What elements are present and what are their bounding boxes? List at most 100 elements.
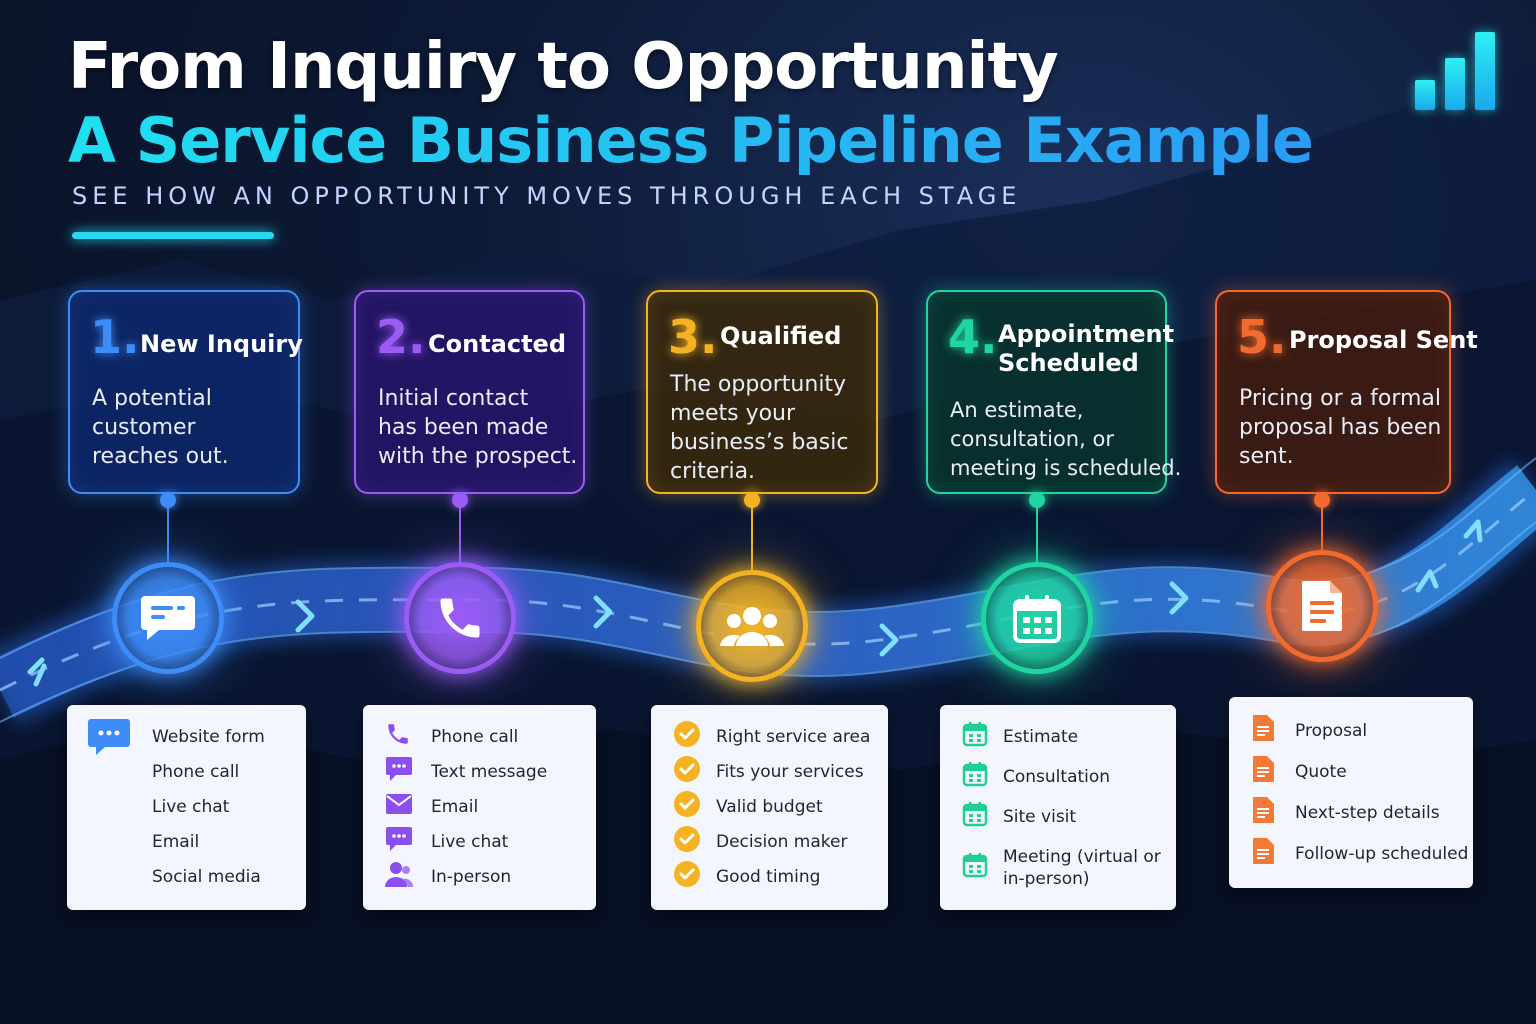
stage-number: 4.: [948, 310, 998, 364]
checkmark-icon: [673, 790, 701, 824]
stage-node-phone-icon: [404, 562, 516, 674]
stage-number: 1.: [90, 310, 140, 364]
list-item: Good timing: [651, 861, 888, 888]
list-item-label: Next-step details: [1295, 803, 1440, 823]
list-item-label: Quote: [1295, 762, 1347, 782]
stage-title: Qualified: [720, 322, 842, 350]
list-item: Consultation: [940, 762, 1176, 788]
person-icon: [385, 861, 414, 893]
stage-node-people-icon: [696, 570, 808, 682]
list-item: Proposal: [1229, 715, 1473, 742]
calendar-house-icon: [962, 852, 988, 884]
list-item: Fits your services: [651, 756, 888, 783]
checkmark-icon: [673, 860, 701, 894]
document-icon: [1251, 714, 1275, 748]
list-item-label: Valid budget: [716, 797, 823, 817]
list-item: Phone call: [67, 761, 306, 783]
stage-card-new-inquiry: 1.New Inquiry A potential customer reache…: [68, 290, 303, 494]
people-icon: [720, 607, 784, 646]
list-item-label: Decision maker: [716, 832, 848, 852]
connector-line: [1321, 506, 1323, 550]
connector-dot: [1029, 492, 1045, 508]
connector-dot: [744, 492, 760, 508]
stage-title: Contacted: [428, 330, 567, 358]
list-item-label: Live chat: [152, 797, 230, 817]
stage-node-chat-bubble-icon: [112, 562, 224, 674]
list-item-label: In-person: [431, 867, 512, 887]
stage-number: 2.: [376, 310, 426, 364]
tagline: SEE HOW AN OPPORTUNITY MOVES THROUGH EAC…: [72, 182, 1022, 210]
stage-description: Pricing or a formal proposal has been se…: [1239, 386, 1442, 469]
stage-title: Appointment Scheduled: [998, 320, 1175, 377]
calendar-icon: [962, 721, 988, 753]
list-item-label: Good timing: [716, 867, 821, 887]
connector-dot: [1314, 492, 1330, 508]
list-item: Estimate: [940, 722, 1176, 748]
list-item-label: Consultation: [1003, 767, 1111, 787]
list-item: Follow-up scheduled: [1229, 838, 1473, 865]
list-item-label: Right service area: [716, 727, 871, 747]
list-item: Email: [67, 831, 306, 853]
phone-icon: [440, 598, 480, 638]
connector-line: [751, 506, 753, 570]
message-dots-icon: [87, 717, 131, 763]
document-icon: [1251, 796, 1275, 830]
stage-description: Initial contact has been made with the p…: [378, 386, 578, 469]
title-underline: [72, 232, 274, 239]
checkmark-icon: [673, 825, 701, 859]
connector-dot: [452, 492, 468, 508]
chat-icon: [385, 826, 413, 858]
list-item-label: Follow-up scheduled: [1295, 844, 1469, 864]
phone-icon: [385, 721, 411, 753]
document-icon: [1302, 581, 1342, 631]
list-item: In-person: [363, 862, 596, 888]
connector-line: [1036, 506, 1038, 562]
stage-description: The opportunity meets your business’s ba…: [670, 372, 849, 484]
list-item: Quote: [1229, 756, 1473, 783]
list-item: Website form: [67, 719, 306, 755]
document-icon: [1251, 837, 1275, 871]
list-item-label: Text message: [431, 762, 548, 782]
stage-description: A potential customer reaches out.: [92, 386, 229, 469]
stage-description: An estimate, consultation, or meeting is…: [950, 398, 1182, 480]
stage-number: 3.: [668, 310, 718, 364]
list-item: Valid budget: [651, 791, 888, 818]
list-item-label: Social media: [152, 867, 261, 887]
document-icon: [1251, 755, 1275, 789]
calendar-icon: [1013, 595, 1061, 643]
connector-line: [167, 506, 169, 562]
list-item-label: Site visit: [1003, 807, 1077, 827]
list-item-label: Fits your services: [716, 762, 864, 782]
message-icon: [385, 756, 413, 788]
stage-number: 5.: [1237, 310, 1287, 364]
list-item: Social media: [67, 866, 306, 888]
list-item-label: Email: [152, 832, 200, 852]
connector-dot: [160, 492, 176, 508]
stage-title: New Inquiry: [140, 330, 303, 358]
calendar-icon: [962, 761, 988, 793]
list-item: Text message: [363, 757, 596, 783]
list-item: Right service area: [651, 721, 888, 748]
stage-node-calendar-icon: [981, 562, 1093, 674]
envelope-icon: [385, 793, 413, 821]
list-item: Email: [363, 793, 596, 821]
stage-node-document-icon: [1266, 550, 1378, 662]
checkmark-icon: [673, 755, 701, 789]
list-item-label: Website form: [152, 727, 265, 747]
list-item-label: Phone call: [152, 762, 240, 782]
list-item-label: Phone call: [431, 727, 519, 747]
list-item-label: Email: [431, 797, 479, 817]
list-item: Phone call: [363, 724, 596, 748]
list-item: Live chat: [67, 796, 306, 818]
bar-chart-logo-icon: [1415, 30, 1495, 110]
list-item-label: Live chat: [431, 832, 509, 852]
location-pin-icon: [962, 801, 988, 833]
